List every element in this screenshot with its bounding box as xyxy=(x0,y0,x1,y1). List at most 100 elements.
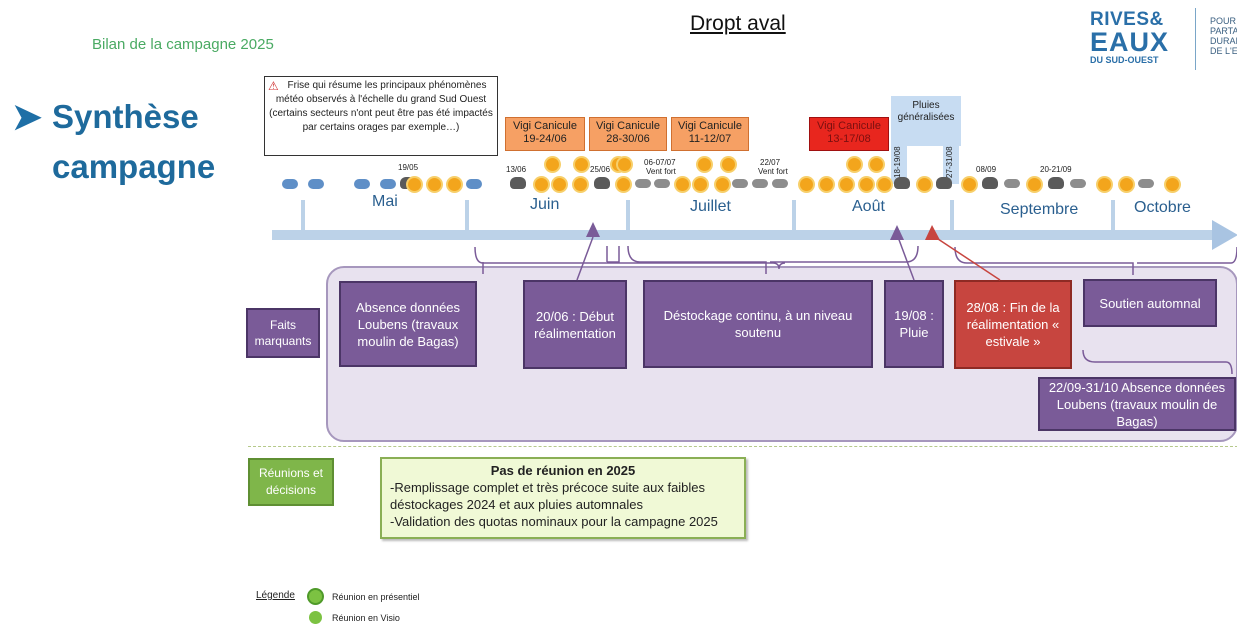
alert-label: Vigi Canicule xyxy=(595,120,660,132)
date-label: 13/06 xyxy=(506,165,527,174)
date-label: Vent fort xyxy=(758,167,788,176)
section-arrow-icon: ➤ xyxy=(12,96,43,137)
alert-label: Vigi Canicule xyxy=(816,120,881,132)
rain-icon xyxy=(380,179,396,189)
sun-icon xyxy=(1166,178,1179,191)
sun-icon xyxy=(535,178,548,191)
date-label: 08/09 xyxy=(976,165,997,174)
alert-vigi-canicule-4: Vigi Canicule 13-17/08 xyxy=(809,117,889,151)
cloud-icon xyxy=(1004,179,1020,188)
storm-icon xyxy=(510,177,526,189)
frise-note-text: Frise qui résume les principaux phénomèn… xyxy=(269,80,493,133)
event-box: Absence données Loubens (travaux moulin … xyxy=(339,281,477,367)
sun-icon xyxy=(870,158,883,171)
alert-dates: 28-30/06 xyxy=(606,133,650,145)
storm-icon xyxy=(936,177,952,189)
warning-icon: ⚠ xyxy=(268,79,279,93)
alert-label: Vigi Canicule xyxy=(512,120,577,132)
reunion-presentiel-icon xyxy=(309,590,322,603)
alert-label: Vigi Canicule xyxy=(677,120,742,132)
reunion-title: Pas de réunion en 2025 xyxy=(490,463,636,478)
timeline-tick xyxy=(301,200,305,240)
timeline-tick xyxy=(950,200,954,240)
event-box: Déstockage continu, à un niveau soutenu xyxy=(643,280,873,368)
cloud-icon xyxy=(635,179,651,188)
sun-icon xyxy=(428,178,441,191)
timeline-tick xyxy=(1111,200,1115,240)
faits-marquants-label: Faits marquants xyxy=(246,308,320,358)
sun-icon xyxy=(698,158,711,171)
sun-icon xyxy=(878,178,891,191)
logo-line3: DU SUD-OUEST xyxy=(1090,55,1159,65)
sun-icon xyxy=(716,178,729,191)
sun-icon xyxy=(408,178,421,191)
cloud-icon xyxy=(732,179,748,188)
campaign-subtitle: Bilan de la campagne 2025 xyxy=(92,36,274,53)
alert-vigi-canicule-3: Vigi Canicule 11-12/07 xyxy=(671,117,749,151)
sun-icon xyxy=(546,158,559,171)
reunion-visio-icon xyxy=(309,611,322,624)
month-label-juillet: Juillet xyxy=(690,198,731,215)
frise-note: Frise qui résume les principaux phénomèn… xyxy=(264,76,498,156)
logo-separator xyxy=(1195,8,1196,70)
sun-icon xyxy=(553,178,566,191)
sun-icon xyxy=(448,178,461,191)
brace-connector xyxy=(606,246,620,263)
sun-icon xyxy=(848,158,861,171)
cloud-icon xyxy=(1070,179,1086,188)
sun-icon xyxy=(676,178,689,191)
reunion-summary-box: Pas de réunion en 2025 -Remplissage comp… xyxy=(380,457,746,539)
month-label-juin: Juin xyxy=(530,196,560,213)
section-divider xyxy=(248,446,1237,447)
cloud-icon xyxy=(1138,179,1154,188)
timeline-arrowhead xyxy=(1212,220,1237,250)
event-box: 19/08 : Pluie xyxy=(884,280,944,368)
sun-icon xyxy=(840,178,853,191)
sun-icon xyxy=(617,178,630,191)
logo: RIVES& EAUX DU SUD-OUEST xyxy=(1090,10,1182,70)
cloud-icon xyxy=(772,179,788,188)
sun-icon xyxy=(694,178,707,191)
storm-icon xyxy=(982,177,998,189)
alert-dates: 19-24/06 xyxy=(523,133,567,145)
date-label: 25/06 xyxy=(590,165,611,174)
timeline-tick xyxy=(626,200,630,240)
event-box-fin-realimentation: 28/08 : Fin de la réalimentation « estiv… xyxy=(954,280,1072,369)
pluies-start-date: 18-19/08 xyxy=(893,146,902,178)
sun-icon xyxy=(574,178,587,191)
alert-dates: 13-17/08 xyxy=(827,133,871,145)
date-label: 22/07 xyxy=(760,158,781,167)
legend-title: Légende xyxy=(256,590,295,601)
page-title: Dropt aval xyxy=(690,12,786,35)
legend-item-presentiel: Réunion en présentiel xyxy=(332,592,420,602)
pluies-end-date: 27-31/08 xyxy=(945,146,954,178)
cloud-icon xyxy=(654,179,670,188)
logo-line2: EAUX xyxy=(1090,27,1170,57)
date-label: Vent fort xyxy=(646,167,676,176)
timeline-bar xyxy=(272,230,1217,240)
sun-icon xyxy=(575,158,588,171)
logo-tagline: POUR PARTA DURAI DE L'E xyxy=(1210,16,1237,56)
sun-icon xyxy=(820,178,833,191)
sun-icon xyxy=(618,158,631,171)
cloud-icon xyxy=(752,179,768,188)
date-label: 06-07/07 xyxy=(644,158,676,167)
reunion-line1: -Remplissage complet et très précoce sui… xyxy=(390,480,706,512)
alert-vigi-canicule-2: Vigi Canicule 28-30/06 xyxy=(589,117,667,151)
month-label-aout: Août xyxy=(852,198,885,215)
storm-icon xyxy=(594,177,610,189)
sun-icon xyxy=(963,178,976,191)
month-label-mai: Mai xyxy=(372,193,398,210)
alert-vigi-canicule-1: Vigi Canicule 19-24/06 xyxy=(505,117,585,151)
reunion-line2: -Validation des quotas nominaux pour la … xyxy=(390,514,718,529)
rain-icon xyxy=(466,179,482,189)
event-box: Soutien automnal xyxy=(1083,279,1217,327)
event-box: 22/09-31/10 Absence données Loubens (tra… xyxy=(1038,377,1236,431)
pluies-generalisees-box: Pluies généralisées xyxy=(891,96,961,146)
timeline-tick xyxy=(792,200,796,240)
pluies-end-band xyxy=(943,146,959,184)
date-label: 19/05 xyxy=(398,163,419,172)
sun-icon xyxy=(800,178,813,191)
legend-item-visio: Réunion en Visio xyxy=(332,613,400,623)
section-title: Synthèse campagne xyxy=(52,98,216,185)
